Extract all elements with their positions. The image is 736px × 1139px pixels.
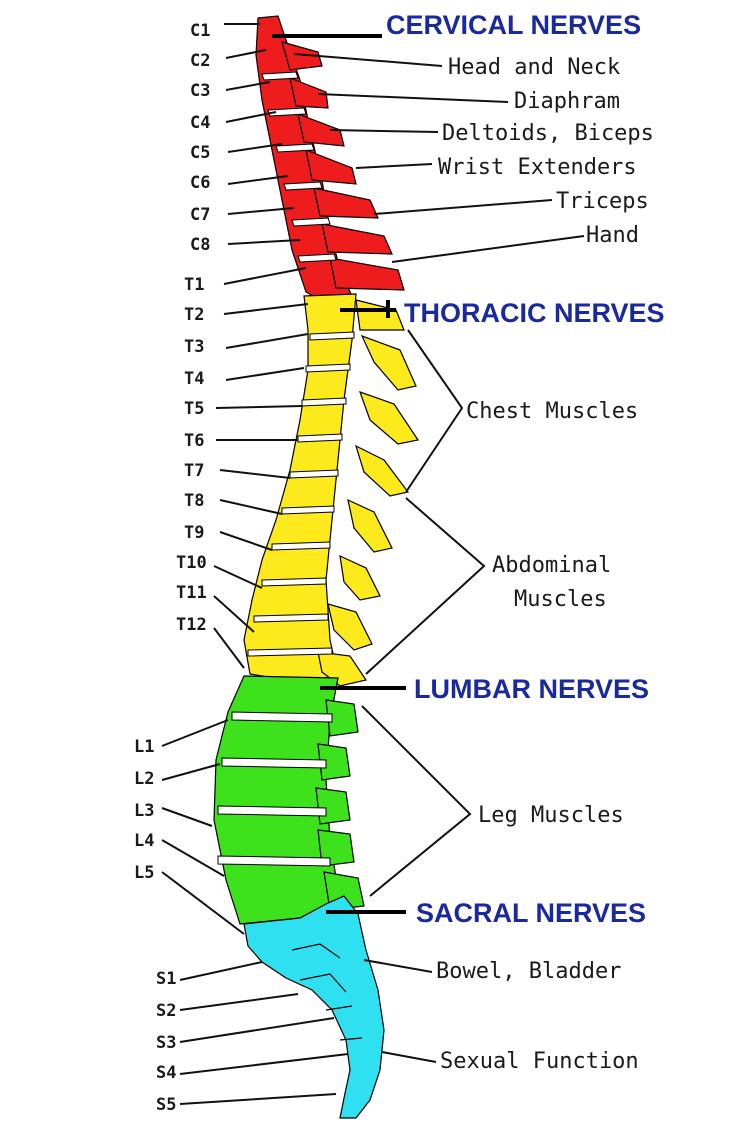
cervical-nerves-label: CERVICAL NERVES — [386, 10, 641, 40]
vertebra-label-c4: C4 — [190, 113, 210, 133]
vertebra-label-l5: L5 — [134, 863, 154, 883]
lumbar-segment — [213, 675, 365, 925]
function-label-bowel-bladder: Bowel, Bladder — [436, 959, 621, 984]
cervical-spinous-processes — [281, 41, 405, 291]
function-label-hand: Hand — [586, 223, 639, 248]
vertebra-label-t7: T7 — [184, 461, 204, 481]
vertebra-label-s2: S2 — [156, 1001, 176, 1021]
vertebra-label-l4: L4 — [134, 831, 154, 851]
function-label-sexual-function: Sexual Function — [440, 1049, 639, 1074]
vertebra-label-t1: T1 — [184, 275, 204, 295]
function-leader-lines — [293, 53, 585, 1063]
sacrum-foramen-line — [291, 943, 363, 1041]
vertebra-label-t8: T8 — [184, 491, 204, 511]
function-label-diaphragm: Diaphram — [514, 89, 620, 114]
function-label-leg-muscles: Leg Muscles — [478, 803, 624, 828]
vertebra-label-s3: S3 — [156, 1033, 176, 1053]
cervical-segment — [255, 15, 405, 301]
function-label-muscles: Muscles — [514, 587, 607, 612]
vertebra-label-t10: T10 — [176, 553, 207, 573]
vertebra-label-s1: S1 — [156, 969, 176, 989]
vertebra-label-c2: C2 — [190, 51, 210, 71]
vertebra-label-t12: T12 — [176, 615, 207, 635]
vertebra-labels: C1 C2 C3 C4 C5 C6 C7 C8 T1 T2 T3 T4 T5 T… — [134, 21, 210, 1115]
vertebra-label-l2: L2 — [134, 769, 154, 789]
thoracic-segment — [243, 293, 419, 687]
vertebra-label-l1: L1 — [134, 737, 154, 757]
thoracic-nerves-label: THORACIC NERVES — [404, 298, 665, 328]
cervical-discs — [261, 71, 337, 263]
function-label-wrist-extenders: Wrist Extenders — [438, 155, 637, 180]
vertebra-leader-lines — [161, 23, 349, 1105]
spine-illustration — [213, 15, 419, 1119]
vertebra-label-t6: T6 — [184, 431, 204, 451]
thoracic-discs — [247, 331, 355, 657]
vertebra-label-t5: T5 — [184, 399, 204, 419]
function-label-deltoids-biceps: Deltoids, Biceps — [442, 121, 654, 146]
function-label-chest-muscles: Chest Muscles — [466, 399, 638, 424]
vertebra-label-t9: T9 — [184, 523, 204, 543]
thoracic-spinous-processes — [317, 299, 419, 687]
region-markers: CERVICAL NERVES THORACIC NERVES LUMBAR N… — [272, 10, 665, 928]
vertebra-label-c8: C8 — [190, 235, 210, 255]
vertebra-label-s5: S5 — [156, 1095, 176, 1115]
vertebra-label-t3: T3 — [184, 337, 204, 357]
function-label-triceps: Triceps — [556, 189, 649, 214]
function-label-head-neck: Head and Neck — [448, 55, 620, 80]
function-labels: Head and Neck Diaphram Deltoids, Biceps … — [436, 55, 654, 1074]
vertebra-label-c7: C7 — [190, 205, 210, 225]
vertebra-label-l3: L3 — [134, 801, 154, 821]
lumbar-nerves-label: LUMBAR NERVES — [414, 674, 649, 704]
sacral-nerves-label: SACRAL NERVES — [416, 898, 646, 928]
lumbar-discs — [217, 711, 333, 867]
vertebra-label-c6: C6 — [190, 173, 210, 193]
vertebra-label-t4: T4 — [184, 369, 204, 389]
vertebra-label-t2: T2 — [184, 305, 204, 325]
sacral-segment — [243, 895, 385, 1119]
vertebra-label-s4: S4 — [156, 1063, 176, 1083]
vertebra-label-c5: C5 — [190, 143, 210, 163]
sacrum-body — [243, 895, 385, 1119]
function-label-abdominal: Abdominal — [492, 553, 611, 578]
vertebra-label-c1: C1 — [190, 21, 210, 41]
vertebra-label-t11: T11 — [176, 583, 207, 603]
vertebra-label-c3: C3 — [190, 81, 210, 101]
